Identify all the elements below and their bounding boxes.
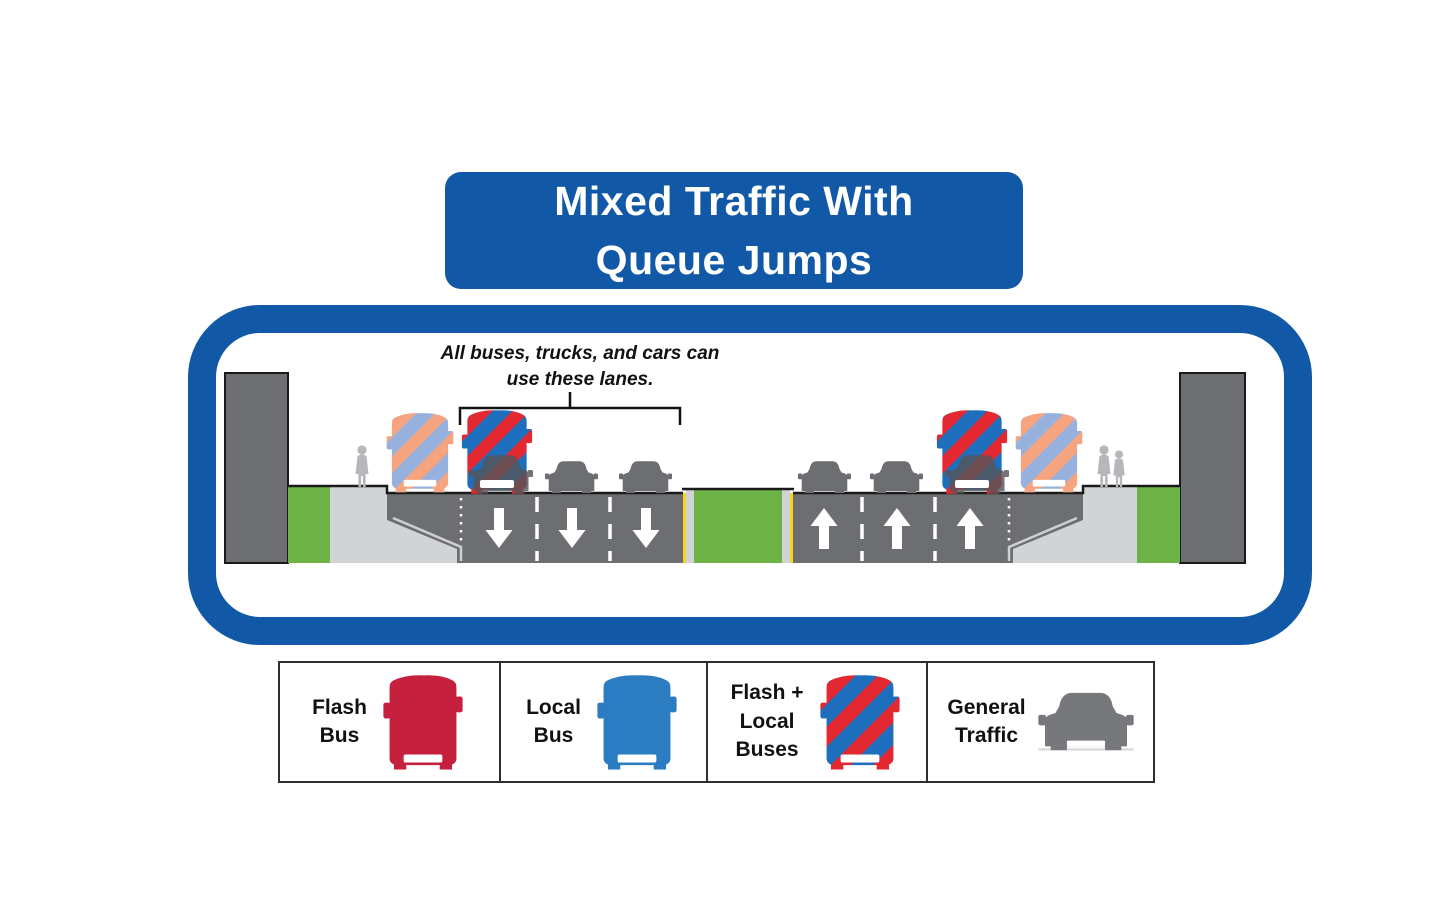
center-median xyxy=(682,487,794,563)
lane-arrows xyxy=(485,508,984,549)
right-taper-curb xyxy=(1007,516,1078,561)
pedestrian xyxy=(1097,445,1111,487)
right-yellow-line xyxy=(790,493,793,563)
down-arrow-icon xyxy=(485,508,513,548)
left-surface-line xyxy=(288,484,683,495)
lanes-annotation: All buses, trucks, and cars can use thes… xyxy=(440,343,720,391)
flash-local-bus-faded-right xyxy=(1015,413,1083,493)
up-arrow-icon xyxy=(810,508,838,549)
page-title: Mixed Traffic With Queue Jumps xyxy=(554,178,914,283)
legend-item-local-bus: Local Bus xyxy=(501,663,709,781)
legend-label: Flash + Local Buses xyxy=(730,681,804,762)
general-traffic-car-icon xyxy=(1037,692,1134,751)
general-traffic-car xyxy=(545,461,598,494)
left-green-strip xyxy=(288,487,330,563)
legend-label: General Traffic xyxy=(947,695,1026,747)
flash-local-bus-faded-left xyxy=(386,413,454,493)
diagram-frame xyxy=(188,305,1312,645)
general-traffic-car xyxy=(798,461,851,494)
right-green-strip xyxy=(1137,487,1180,563)
median-green xyxy=(694,489,782,563)
legend-item-general-traffic: General Traffic xyxy=(928,663,1153,781)
legend-item-flash-bus: Flash Bus xyxy=(280,663,501,781)
street-cross-section xyxy=(224,372,1246,564)
pedestrian xyxy=(1113,450,1125,487)
flash-local-bus-icon xyxy=(819,675,900,770)
right-surface-line xyxy=(793,484,1180,495)
down-arrow-icon xyxy=(632,508,660,548)
legend-item-flash-local-buses: Flash + Local Buses xyxy=(708,663,929,781)
down-arrow-icon xyxy=(558,508,586,548)
local-bus-icon xyxy=(597,675,677,770)
legend-table: Flash Bus Local Bus Flash + Local Buses … xyxy=(278,661,1155,783)
left-building xyxy=(224,372,289,564)
left-taper-curb xyxy=(392,516,463,561)
up-arrow-icon xyxy=(956,508,984,549)
general-traffic-car xyxy=(870,461,923,494)
legend-label: Local Bus xyxy=(526,695,581,747)
left-sidewalk xyxy=(330,487,457,563)
right-building xyxy=(1179,372,1246,564)
left-yellow-line xyxy=(683,493,686,563)
pedestrian xyxy=(355,445,369,487)
annotation-bracket xyxy=(458,392,682,425)
right-sidewalk xyxy=(1013,487,1137,563)
legend-label: Flash Bus xyxy=(312,695,367,747)
general-traffic-car xyxy=(619,461,672,494)
title-banner: Mixed Traffic With Queue Jumps xyxy=(445,172,1023,289)
up-arrow-icon xyxy=(883,508,911,549)
flash-bus-icon xyxy=(383,675,463,770)
